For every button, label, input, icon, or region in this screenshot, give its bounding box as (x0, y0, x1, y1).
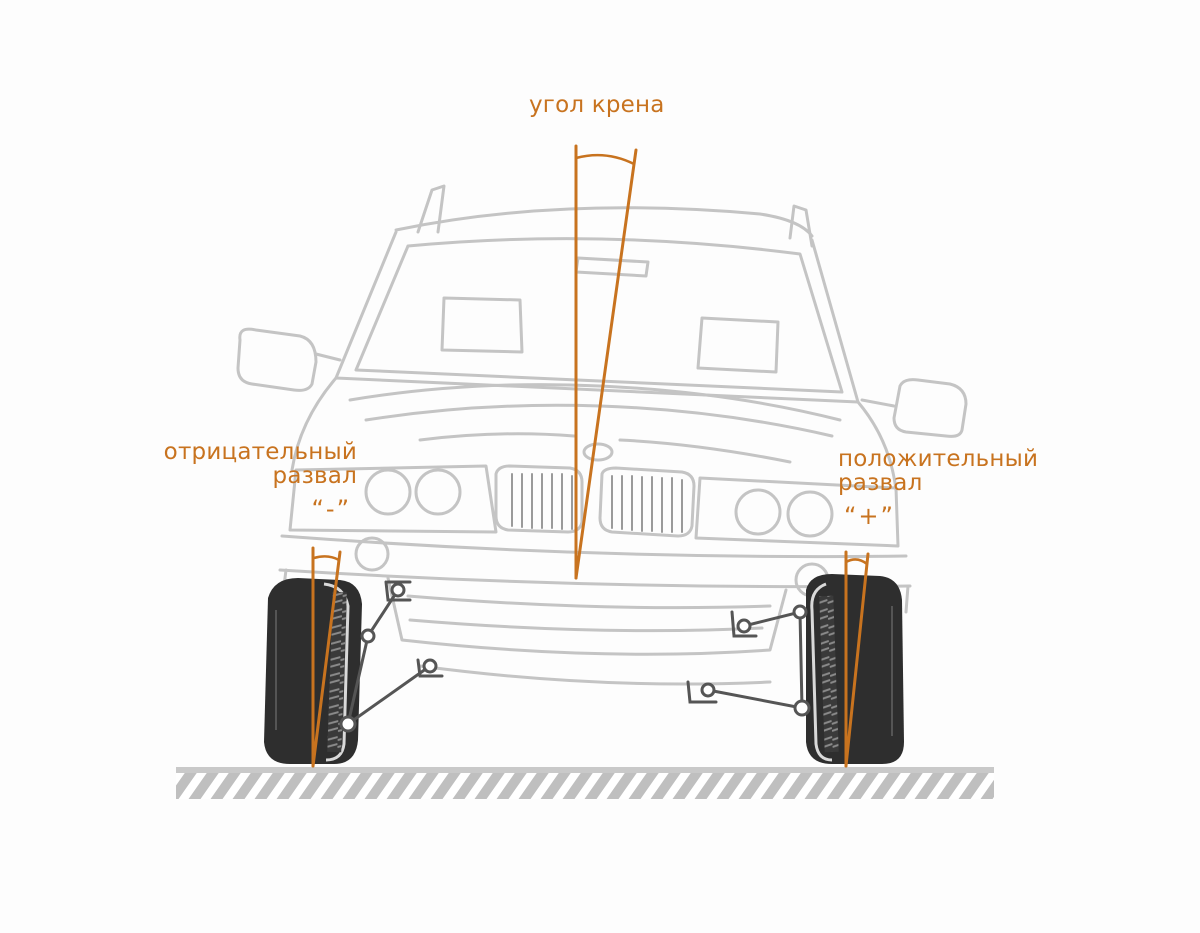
roll-angle-indicator (574, 144, 638, 580)
positive-camber-indicator (844, 550, 870, 768)
negative-camber-label: отрицательный развал “-” (164, 440, 357, 521)
negative-camber-line1: отрицательный (163, 439, 357, 465)
positive-sign: “+” (844, 502, 895, 530)
roll-angle-text: угол крена (529, 92, 665, 118)
negative-sign: “-” (311, 495, 351, 523)
negative-camber-line2: развал (272, 463, 357, 489)
ground (176, 767, 994, 799)
positive-camber-label: положительный развал “+” (838, 447, 1038, 528)
roll-angle-label: угол крена (529, 93, 665, 117)
positive-camber-line1: положительный (838, 446, 1039, 472)
suspension-linkage (339, 580, 811, 733)
positive-camber-line2: развал (838, 470, 923, 496)
negative-camber-indicator (311, 546, 342, 768)
